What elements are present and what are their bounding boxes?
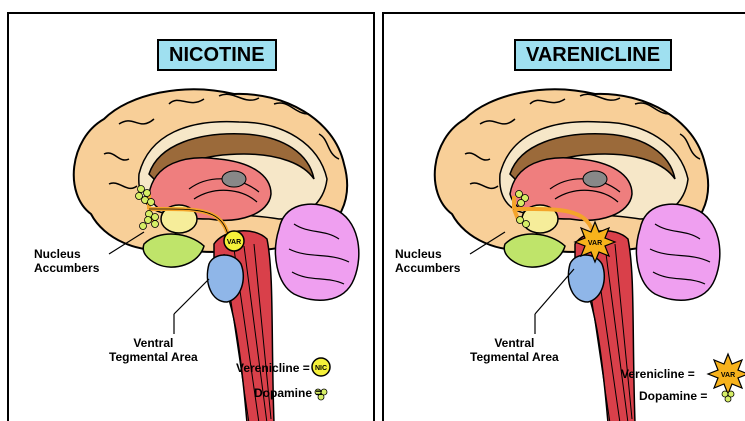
label-line: Accumbers [34,261,99,275]
legend-drug-icon-text: NIC [315,365,327,372]
legend-drug-icon-text: VAR [721,372,735,379]
panel-title: VARENICLINE [514,39,672,71]
vta-label: Ventral Tegmental Area [470,336,559,364]
ventral-tegmental-area [207,255,243,302]
hypothalamus [504,234,565,267]
nucleus-accumbens-label: Nucleus Accumbers [34,247,99,275]
receptor-molecule-text: VAR [588,240,602,247]
legend-drug-label: Verenicline = [236,361,310,375]
label-line: Nucleus [395,247,460,261]
receptor-molecule-text: VAR [227,239,241,246]
legend-dopamine-label: Dopamine = [639,389,707,403]
label-line: Ventral [470,336,559,350]
grey-region [583,171,607,187]
legend-dopamine-label: Dopamine = [254,386,322,400]
label-line: Ventral [109,336,198,350]
panel-nicotine: VAR NIC NICOTINE Nucleus Accumbers Ventr… [7,12,375,421]
vta-label: Ventral Tegmental Area [109,336,198,364]
legend-dopamine-icon [722,391,734,402]
label-line: Accumbers [395,261,460,275]
label-line: Tegmental Area [470,350,559,364]
label-line: Tegmental Area [109,350,198,364]
hypothalamus [143,234,204,267]
ventral-tegmental-area [568,255,604,302]
label-line: Nucleus [34,247,99,261]
cerebellum [636,204,719,300]
panel-varenicline: VAR VAR VARENICLINE Nucleus Accumbers Ve… [382,12,745,421]
legend-drug-label: Verenicline = [621,367,695,381]
cerebellum [275,204,358,300]
nucleus-accumbens-label: Nucleus Accumbers [395,247,460,275]
grey-region [222,171,246,187]
brain-diagram: VAR VAR [384,14,745,421]
panel-title: NICOTINE [157,39,277,71]
